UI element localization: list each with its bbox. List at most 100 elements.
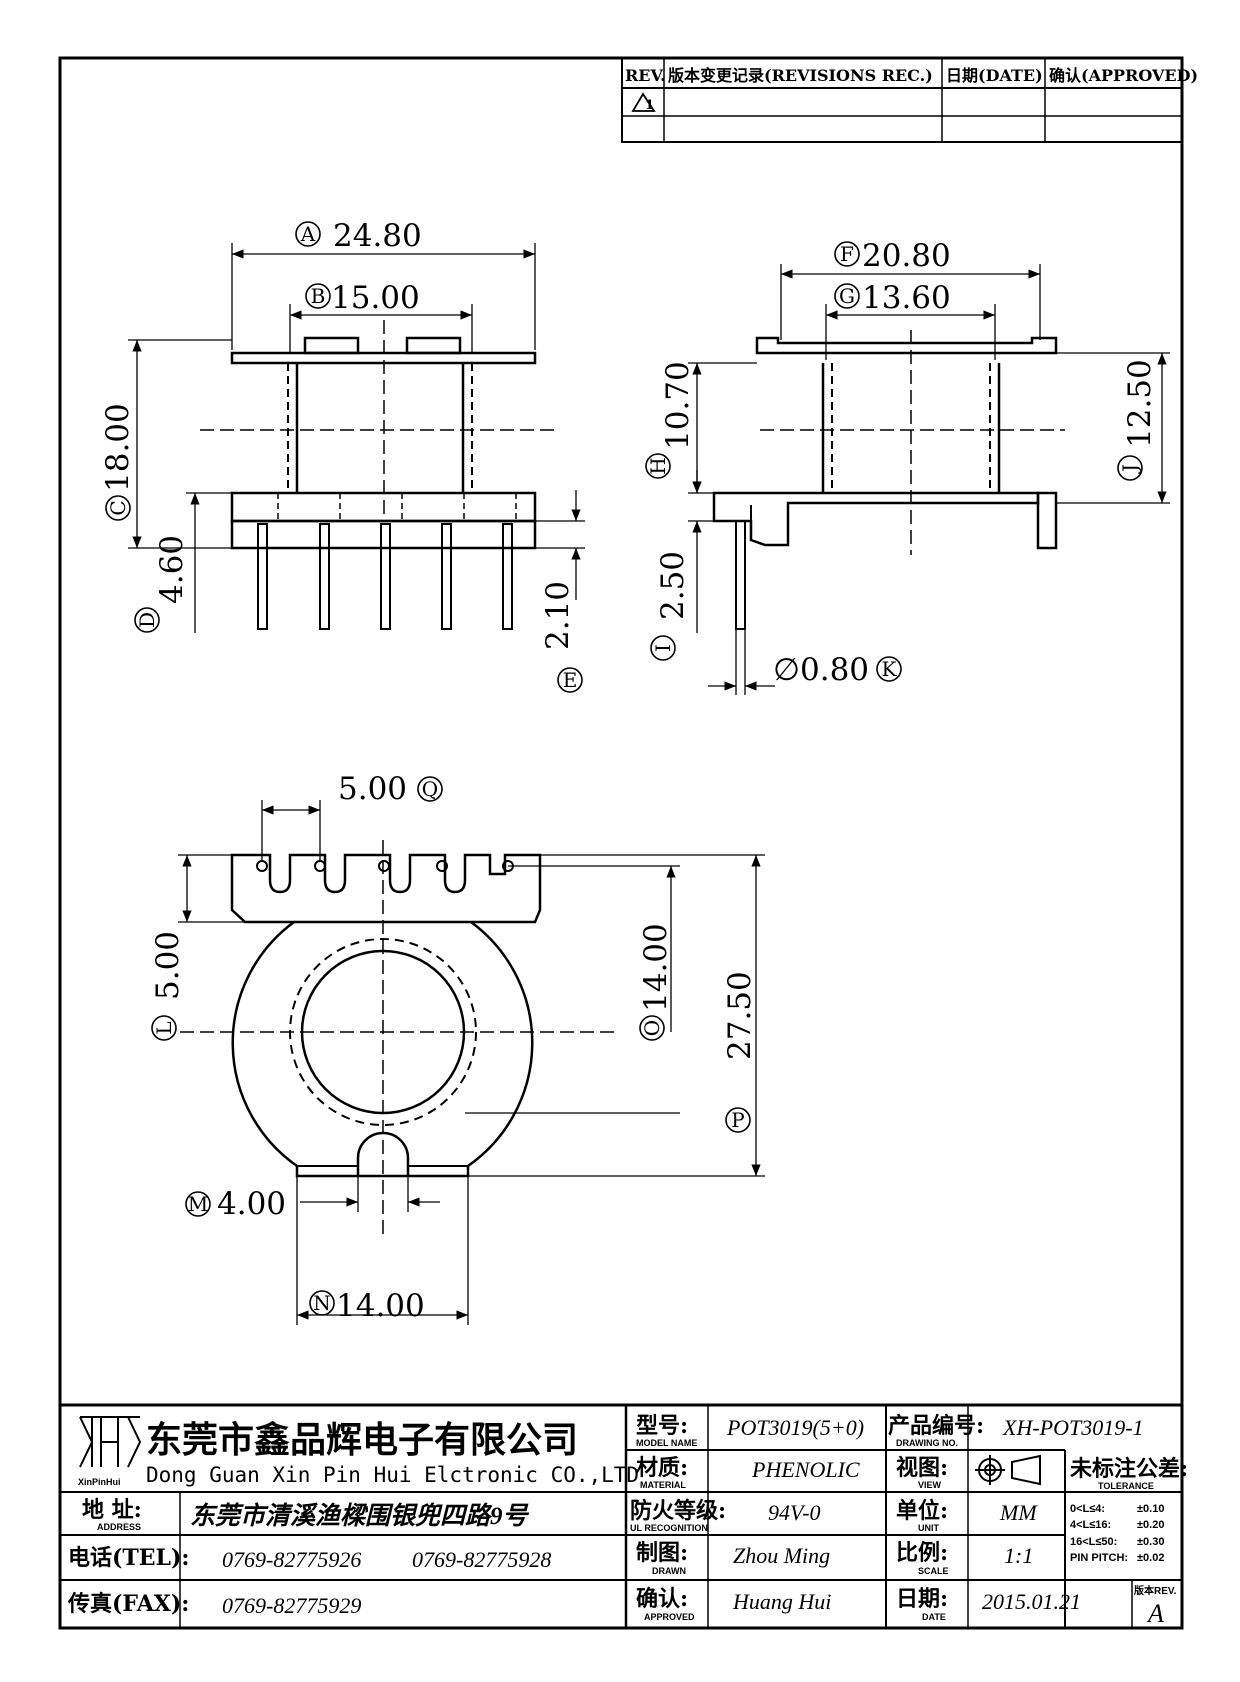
dim-M-value: 4.00 <box>217 1186 286 1222</box>
svg-text:F: F <box>840 242 854 266</box>
dim-E-value: 2.10 <box>540 581 576 650</box>
projection-symbol-icon <box>975 1454 1041 1486</box>
flame-rating-value: 94V-0 <box>768 1500 821 1525</box>
dim-O-label: O 14.00 <box>638 923 674 1041</box>
tolerance-sublabel: TOLERANCE <box>1098 1481 1154 1491</box>
version-label: 版本REV. <box>1134 1584 1177 1597</box>
model-value: POT3019(5+0) <box>726 1415 864 1440</box>
scale-value: 1:1 <box>1004 1543 1033 1568</box>
drawn-label: 制图: <box>636 1540 688 1566</box>
company-name-en: Dong Guan Xin Pin Hui Elctronic CO.,LTD <box>146 1463 639 1487</box>
dim-I-value: 2.50 <box>655 551 691 620</box>
tolerance-range-2: 4<L≤16: <box>1070 1519 1111 1531</box>
company-logo-icon <box>79 1416 142 1468</box>
date-value: 2015.01.21 <box>982 1589 1081 1614</box>
dim-F-marker: F <box>834 241 860 267</box>
dim-K-marker: K <box>876 656 902 682</box>
unit-label: 单位: <box>896 1498 948 1524</box>
drawn-value: Zhou Ming <box>733 1543 830 1568</box>
drawn-sublabel: DRAWN <box>652 1566 686 1576</box>
tolerance-value-4: ±0.02 <box>1137 1552 1164 1564</box>
svg-text:N: N <box>313 1291 331 1315</box>
svg-text:D: D <box>135 612 159 628</box>
scale-sublabel: SCALE <box>918 1566 949 1576</box>
dim-E-marker: E <box>557 667 583 693</box>
dim-A-value: 24.80 <box>333 218 422 254</box>
dim-O-value: 14.00 <box>638 923 674 1012</box>
revision-record-header: 版本变更记录(REVISIONS REC.) <box>667 66 933 85</box>
dim-N-marker: N <box>309 1290 335 1316</box>
company-name-cn: 东莞市鑫品辉电子有限公司 <box>146 1419 578 1461</box>
tolerance-value-2: ±0.20 <box>1137 1519 1164 1531</box>
front-view <box>200 320 560 630</box>
dim-B-value: 15.00 <box>331 280 420 316</box>
approved-label: 确认: <box>636 1586 688 1612</box>
address-value: 东莞市清溪渔樑围银兜四路9号 <box>190 1502 530 1530</box>
dim-D-label: D 4.60 <box>134 535 190 633</box>
svg-text:O: O <box>640 1020 664 1036</box>
dim-E-label: 2.10 <box>540 581 576 650</box>
address-label: 地 址: <box>82 1497 142 1523</box>
dim-A-marker: A <box>295 221 321 247</box>
sheet-border <box>58 56 1184 1630</box>
model-sublabel: MODEL NAME <box>636 1438 697 1448</box>
drawing-no-label: 产品编号: <box>888 1413 984 1439</box>
svg-text:H: H <box>646 457 670 474</box>
tel-label: 电话(TEL): <box>68 1545 190 1571</box>
fax-value: 0769-82775929 <box>222 1593 361 1618</box>
svg-text:L: L <box>152 1021 176 1034</box>
tolerance-value-1: ±0.10 <box>1137 1503 1164 1515</box>
bottom-view <box>180 840 620 1240</box>
revision-table <box>621 57 1183 143</box>
svg-text:Q: Q <box>422 777 438 801</box>
material-sublabel: MATERIAL <box>640 1480 686 1490</box>
dim-H-label: H 10.70 <box>645 361 696 479</box>
tel-value-1: 0769-82775926 <box>222 1547 361 1572</box>
material-label: 材质: <box>636 1455 688 1481</box>
svg-text:P: P <box>731 1108 744 1132</box>
view-label: 视图: <box>896 1455 948 1481</box>
fax-label: 传真(FAX): <box>67 1591 189 1617</box>
tolerance-value-3: ±0.30 <box>1137 1536 1164 1548</box>
revision-triangle-icon <box>631 92 656 112</box>
dim-K-value: ∅0.80 <box>773 652 869 688</box>
tolerance-label: 未标注公差: <box>1070 1456 1188 1482</box>
unit-sublabel: UNIT <box>918 1523 939 1533</box>
dim-Q-value: 5.00 <box>338 771 407 807</box>
view-sublabel: VIEW <box>918 1480 942 1490</box>
svg-text:B: B <box>311 284 326 308</box>
svg-text:M: M <box>188 1192 208 1216</box>
model-label: 型号: <box>636 1413 688 1439</box>
scale-label: 比例: <box>896 1540 948 1566</box>
revision-symbol: 1 <box>645 98 654 113</box>
bottom-view-dimensions <box>178 800 765 1325</box>
svg-text:C: C <box>106 500 130 515</box>
revision-approved-header: 确认(APPROVED) <box>1049 66 1198 85</box>
dim-N-value: 14.00 <box>336 1288 425 1324</box>
dim-L-value: 5.00 <box>150 931 186 1000</box>
tel-value-2: 0769-82775928 <box>412 1547 551 1572</box>
svg-text:G: G <box>839 284 855 308</box>
dim-M-marker: M <box>185 1191 211 1217</box>
dim-G-marker: G <box>834 283 860 309</box>
dim-Q-marker: Q <box>417 776 443 802</box>
front-view-dimensions <box>128 243 585 633</box>
dim-I-label: I 2.50 <box>650 551 691 661</box>
svg-text:I: I <box>651 644 675 652</box>
flame-rating-label: 防火等级: <box>630 1498 726 1524</box>
svg-text:E: E <box>563 668 578 692</box>
revision-date-header: 日期(DATE) <box>946 66 1043 85</box>
dim-B-marker: B <box>305 283 331 309</box>
approved-value: Huang Hui <box>732 1589 831 1614</box>
side-view-dimensions <box>688 264 1170 695</box>
dim-J-label: J 12.50 <box>1117 359 1158 481</box>
drawing-no-value: XH-POT3019-1 <box>1002 1415 1144 1440</box>
date-sublabel: DATE <box>922 1612 946 1622</box>
date-label: 日期: <box>896 1586 948 1612</box>
approved-sublabel: APPROVED <box>644 1612 695 1622</box>
svg-text:K: K <box>882 657 898 681</box>
unit-value: MM <box>999 1500 1038 1525</box>
address-sublabel: ADDRESS <box>97 1522 141 1532</box>
svg-text:A: A <box>300 222 316 246</box>
